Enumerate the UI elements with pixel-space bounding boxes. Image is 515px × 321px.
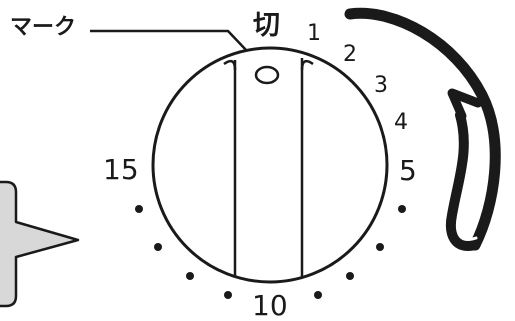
scale-dot [224,291,232,299]
scale-label-4: 4 [394,112,408,134]
indicator-mark [256,67,278,83]
mark-label: マーク [10,17,76,39]
scale-label-1: 1 [307,23,321,45]
scale-dot [314,291,322,299]
scale-dot [346,272,354,280]
scale-dot [135,205,143,213]
speech-bubble [0,182,78,306]
scale-label-3: 3 [374,75,388,97]
scale-dot [376,243,384,251]
scale-dot [398,205,406,213]
scale-dot [186,272,194,280]
scale-label-10: 10 [252,292,288,320]
scale-label-5: 5 [399,157,417,185]
scale-label-15: 15 [103,156,139,184]
scale-dot [154,243,162,251]
scale-label-2: 2 [343,44,357,66]
off-position-label: 切 [253,12,280,39]
